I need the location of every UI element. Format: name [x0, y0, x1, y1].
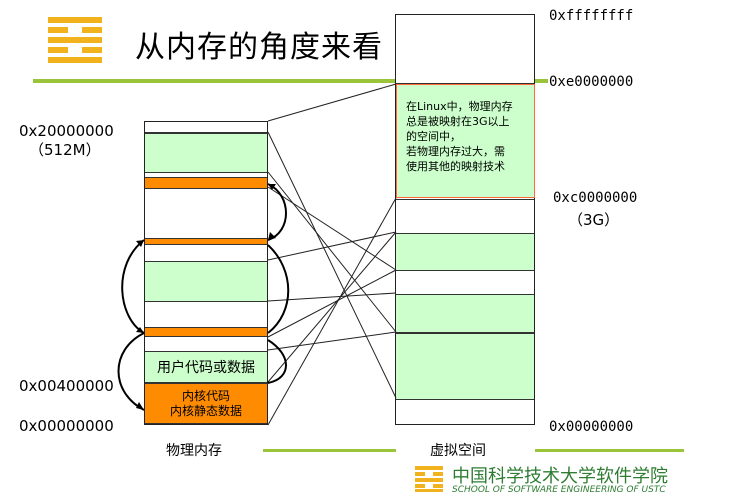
virtual-addr-bottom: 0x00000000	[549, 419, 634, 435]
physical-memory-column: 用户代码或数据 内核代码 内核静态数据	[144, 121, 268, 425]
physical-orange-strip	[145, 238, 267, 245]
physical-addr-mid: 0x00400000	[19, 377, 114, 395]
virtual-addr-e: 0xe0000000	[549, 74, 634, 90]
physical-size-label: （512M）	[29, 141, 101, 159]
virtual-addr-top: 0xffffffff	[549, 8, 634, 24]
physical-addr-top: 0x20000000	[19, 122, 114, 140]
footer-logo	[414, 465, 444, 493]
virtual-block	[396, 294, 534, 333]
virtual-space-label: 虚拟空间	[430, 443, 486, 459]
physical-orange-strip	[145, 177, 267, 189]
virtual-space-column	[395, 14, 535, 425]
user-code-label: 用户代码或数据	[157, 360, 255, 376]
school-name-cn: 中国科学技术大学软件学院	[452, 466, 668, 487]
linux-mapping-note: 在Linux中，物理内存 总是被映射在3G以上 的空间中， 若物理内存过大，需 …	[396, 84, 535, 198]
virtual-block	[396, 233, 534, 271]
bottom-divider-right	[535, 449, 684, 452]
physical-memory-label: 物理内存	[166, 443, 222, 459]
virtual-top-region	[396, 15, 534, 84]
school-name-en: SCHOOL OF SOFTWARE ENGINEERING OF USTC	[452, 485, 666, 495]
virtual-addr-c: 0xc0000000	[553, 190, 638, 206]
kernel-code-label: 内核代码	[181, 388, 230, 403]
logo-icon	[415, 466, 443, 492]
bottom-divider-left	[263, 449, 396, 452]
physical-block	[145, 133, 267, 173]
kernel-static-data-label: 内核静态数据	[169, 403, 242, 418]
physical-block	[145, 261, 267, 302]
physical-addr-bottom: 0x00000000	[19, 417, 114, 435]
virtual-block	[396, 333, 534, 400]
user-code-block: 用户代码或数据	[145, 351, 267, 383]
title-divider	[33, 79, 548, 83]
physical-orange-strip	[145, 327, 267, 337]
kernel-block: 内核代码 内核静态数据	[145, 383, 267, 424]
virtual-size-label: （3G）	[568, 211, 620, 229]
virtual-upper-blank	[396, 199, 534, 233]
page-title: 从内存的角度来看	[135, 30, 383, 65]
logo-icon	[48, 17, 102, 63]
physical-top-band	[145, 122, 267, 133]
logo	[46, 14, 106, 64]
